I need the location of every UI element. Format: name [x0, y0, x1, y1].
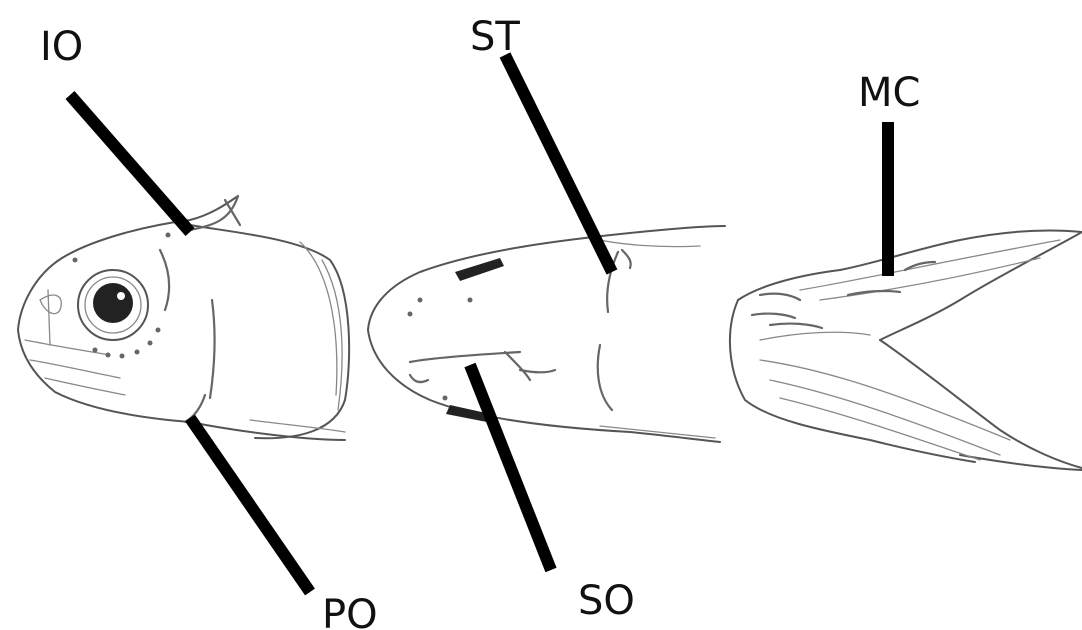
- label-st: ST: [470, 14, 520, 60]
- pointer-lines: [70, 55, 888, 592]
- label-po: PO: [322, 592, 378, 630]
- label-so: SO: [578, 578, 635, 624]
- head-dorsal-drawing: [368, 226, 725, 442]
- pointer-st: [505, 55, 612, 272]
- pointer-io: [70, 95, 190, 232]
- pointer-po: [190, 418, 310, 592]
- callout-labels: IO ST MC PO SO: [40, 14, 920, 630]
- label-mc: MC: [858, 70, 920, 116]
- label-io: IO: [40, 24, 83, 70]
- pointer-so: [470, 365, 551, 570]
- caudal-fin-drawing: [730, 230, 1082, 470]
